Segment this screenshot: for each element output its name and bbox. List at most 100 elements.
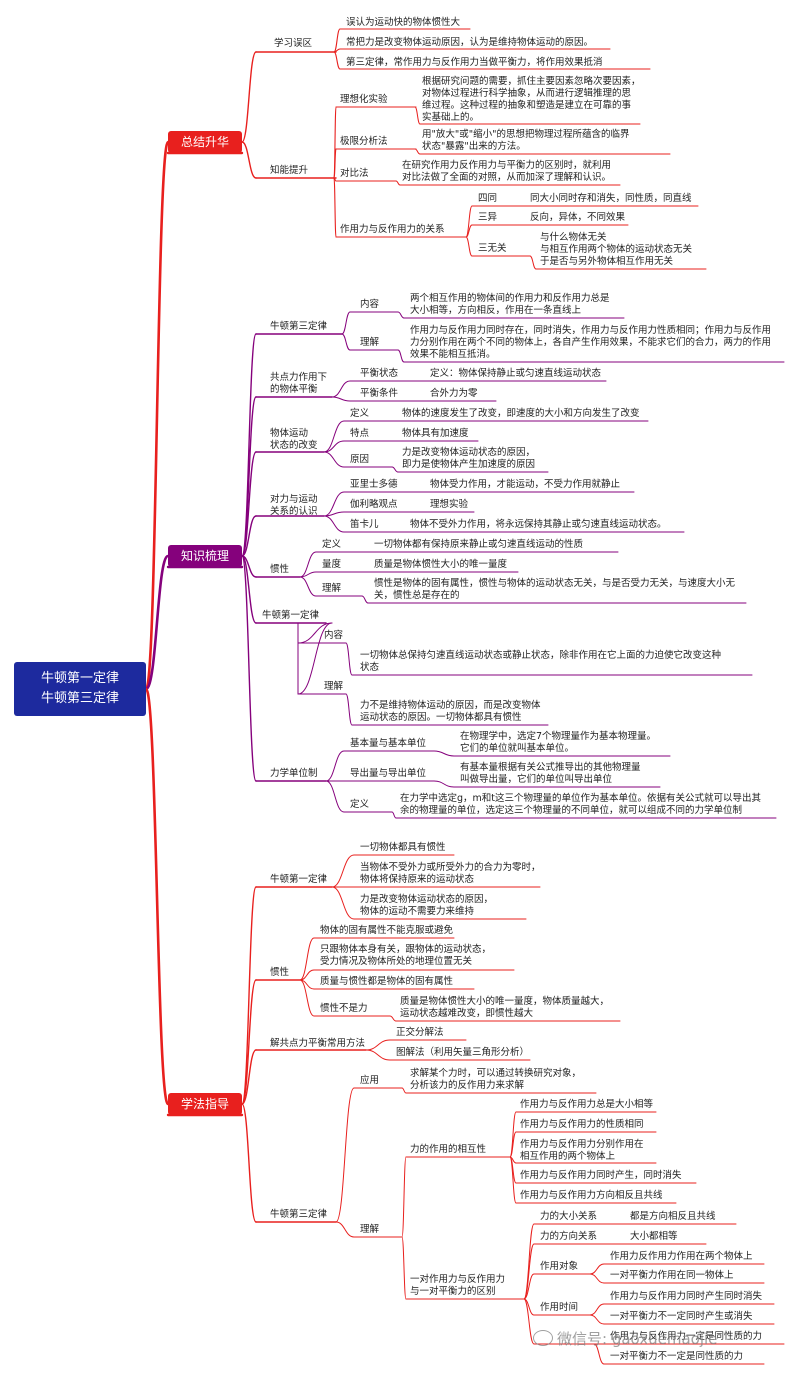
watermark: 微信号: gaoxuemaojie — [533, 1328, 717, 1349]
k-first-und-label: 理解 — [324, 681, 344, 692]
connector — [323, 491, 345, 517]
m-diff-target-item: 一对平衡力作用在同一物体上 — [610, 1270, 734, 1281]
connector — [333, 28, 341, 53]
m-eq-method-item: 正交分解法 — [396, 1027, 444, 1038]
connector — [323, 440, 345, 453]
m-diff-timing-item: 作用力与反作用力同时产生同时消失 — [610, 1291, 763, 1302]
connector — [325, 750, 345, 782]
connector — [391, 466, 399, 473]
connector — [345, 642, 353, 676]
m-not-force-text: 质量是物体惯性大小的唯一量度，物体质量越大， 运动状态越难改变，即惯性越大 — [400, 996, 610, 1019]
limit-analysis-label: 极限分析法 — [340, 136, 388, 147]
k-units-base-label: 基本量与基本单位 — [350, 738, 427, 749]
k-descartes-label: 笛卡儿 — [350, 519, 379, 530]
k-third-understanding-label: 理解 — [360, 337, 380, 348]
k-galileo-label: 伽利略观点 — [350, 499, 398, 510]
limit-analysis-text: 用"放大"或"缩小"的思想把物理过程所蕴含的临界 状态"暴露"出来的方法。 — [422, 129, 630, 152]
connector — [523, 1273, 535, 1300]
k-mc-cause-text: 力是改变物体运动状态的原因， 即力是使物体产生加速度的原因 — [402, 447, 536, 470]
branch-knowledge: 知识梳理 — [168, 545, 242, 567]
connector — [414, 148, 421, 155]
connector — [325, 780, 345, 813]
connector — [241, 555, 257, 782]
k-units-def-label: 定义 — [350, 799, 370, 810]
m-application-text: 求解某个力时，可以通过转换研究对象， 分析该力的反作用力来求解 — [410, 1068, 582, 1091]
m-diff-direction-text: 大小都相等 — [630, 1231, 678, 1242]
m-first-law-label: 牛顿第一定律 — [270, 874, 328, 885]
connector — [241, 451, 257, 557]
connector — [341, 311, 351, 335]
m-mutuality-label: 力的作用的相互性 — [410, 1144, 487, 1155]
m-diff-target-label: 作用对象 — [540, 1261, 579, 1272]
k-eq-state-text: 定义：物体保持静止或匀速直线运动状态 — [430, 368, 602, 379]
connector — [589, 1314, 605, 1325]
wechat-icon — [533, 1330, 553, 1346]
m-first-item: 当物体不受外力或所受外力的合力为零时， 物体将保持原来的运动状态 — [360, 862, 541, 885]
k-galileo-text: 理想实验 — [430, 499, 469, 510]
branch-method: 学法指导 — [168, 1093, 242, 1115]
m-diff-timing-item: 一对平衡力不一定同时产生或消失 — [610, 1311, 753, 1322]
k-mc-def-label: 定义 — [350, 408, 370, 419]
watermark-text: 微信号: gaoxuemaojie — [557, 1330, 718, 1348]
ability-label: 知能提升 — [270, 165, 309, 176]
connector — [401, 1087, 407, 1094]
k-third-content-label: 内容 — [360, 299, 380, 310]
three-none-text: 与什么物体无关 与相互作用两个物体的运动状态无关 于是否与另外物体相互作用无关 — [540, 232, 693, 267]
connector — [414, 106, 421, 125]
m-diff-target-item: 作用力反作用力作用在两个物体上 — [610, 1251, 753, 1262]
connector — [395, 180, 401, 186]
k-units-def-text: 在力学中选定g，m和t这三个物理量的单位作为基本单位。依据有关公式就可以导出其 … — [400, 793, 762, 816]
connector — [523, 1243, 535, 1300]
connector — [299, 937, 315, 981]
connector — [241, 886, 257, 1105]
misconceptions-label: 学习误区 — [274, 38, 313, 49]
connector — [433, 780, 455, 788]
connector — [341, 333, 351, 351]
k-aristotle-label: 亚里士多德 — [350, 479, 398, 490]
k-third-understanding-text: 作用力与反作用力同时存在，同时消失，作用力与反作用力性质相同；作用力与反作用 力… — [410, 325, 772, 360]
connector — [365, 1049, 391, 1061]
m-mutuality-item: 作用力与反作用力的性质相同 — [520, 1119, 644, 1130]
ideal-experiment-label: 理想化实验 — [340, 94, 388, 105]
k-units-derived-label: 导出量与导出单位 — [350, 768, 427, 779]
connector — [509, 1131, 517, 1158]
m-diff-direction-label: 力的方向关系 — [540, 1231, 598, 1242]
m-diff-magnitude-label: 力的大小关系 — [540, 1211, 598, 1222]
connector — [241, 333, 257, 557]
connector — [299, 979, 315, 1017]
k-units-base-text: 在物理学中，选定7个物理量作为基本物理量。 它们的单位就叫基本单位。 — [460, 731, 657, 754]
connector — [297, 622, 333, 644]
connector — [333, 148, 337, 179]
k-inertia-measure-label: 量度 — [322, 559, 342, 570]
connector — [389, 1015, 397, 1022]
m-third-law-label: 牛顿第三定律 — [270, 1209, 328, 1220]
k-mc-cause-label: 原因 — [350, 454, 370, 465]
three-diff-label: 三异 — [478, 212, 498, 223]
k-inertia-und-text: 惯性是物体的固有属性，惯性与物体的运动状态无关，与是否受力无关，与速度大小无 关… — [374, 578, 736, 601]
three-none-label: 三无关 — [478, 243, 507, 254]
m-diff-magnitude-text: 都是方向相反且共线 — [630, 1211, 716, 1222]
k-third-law-label: 牛顿第三定律 — [270, 321, 328, 332]
k-descartes-text: 物体不受外力作用，将永远保持其静止或匀速直线运动状态。 — [410, 519, 667, 530]
comparison-label: 对比法 — [340, 168, 369, 179]
m-inertia-item: 只跟物体本身有关，跟物体的运动状态， 受力情况及物体所处的地理位置无关 — [320, 944, 492, 967]
connector — [333, 177, 337, 238]
k-inertia-label: 惯性 — [270, 564, 290, 575]
ideal-experiment-text: 根据研究问题的需要，抓住主要因素忽略次要因素， 对物体过程进行科学抽象，从而进行… — [422, 76, 641, 123]
k-eq-condition-text: 合外力为零 — [430, 388, 478, 399]
connector — [589, 1263, 605, 1275]
connector — [241, 979, 257, 1105]
connector — [323, 451, 345, 468]
connector — [241, 141, 257, 179]
m-mutuality-item: 作用力与反作用力同时产生，同时消失 — [520, 1170, 682, 1181]
k-inertia-def-text: 一切物体都有保持原来静止或匀速直线运动的性质 — [374, 539, 584, 550]
k-third-content-text: 两个相互作用的物体间的作用力和反作用力总是 大小相等，方向相反，作用在一条直线上 — [410, 293, 610, 316]
misconception-item: 常把力是改变物体运动原因，认为是维持物体运动的原因。 — [346, 37, 594, 48]
connector — [335, 1221, 355, 1238]
three-diff-text: 反向，异体，不同效果 — [530, 212, 626, 223]
connector — [433, 750, 455, 757]
connector — [361, 595, 369, 604]
connector — [589, 1303, 605, 1316]
connector — [144, 554, 170, 691]
